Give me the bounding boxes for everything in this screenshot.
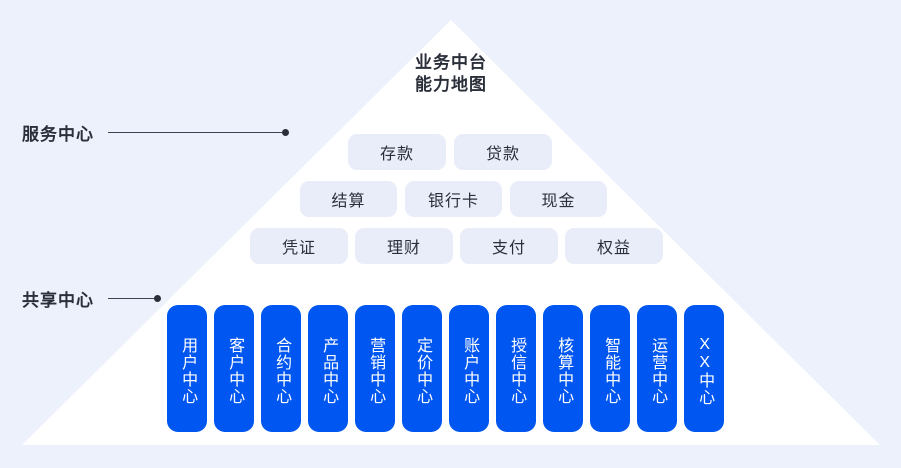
side-label-shared-center: 共享中心 [22, 286, 161, 311]
shared-center-card-row: 用户中心 客户中心 合约中心 产品中心 营销中心 定价中心 账户中心 授信中心 … [167, 305, 724, 432]
service-pill[interactable]: 存款 [348, 134, 446, 170]
service-pill[interactable]: 贷款 [454, 134, 552, 170]
shared-center-card[interactable]: 核算中心 [543, 305, 583, 432]
shared-center-card-label: 客户中心 [226, 336, 244, 405]
service-pill-row-1: 存款 贷款 [348, 134, 552, 170]
service-pill[interactable]: 支付 [460, 228, 558, 264]
shared-center-card[interactable]: 运营中心 [637, 305, 677, 432]
shared-center-card[interactable]: 授信中心 [496, 305, 536, 432]
service-pill[interactable]: 理财 [355, 228, 453, 264]
diagram-title-line2: 能力地图 [415, 75, 487, 94]
shared-center-card-label: 产品中心 [320, 336, 338, 405]
side-label-shared-center-text: 共享中心 [22, 291, 94, 310]
shared-center-card[interactable]: 营销中心 [355, 305, 395, 432]
shared-center-card-label: 运营中心 [649, 336, 667, 405]
shared-center-card-label: 授信中心 [508, 336, 526, 405]
shared-center-card-label: 用户中心 [179, 336, 197, 405]
shared-center-card[interactable]: 客户中心 [214, 305, 254, 432]
shared-center-card[interactable]: 合约中心 [261, 305, 301, 432]
leader-line-shared [108, 295, 161, 302]
shared-center-card-label: 定价中心 [414, 336, 432, 405]
leader-dot-service [282, 129, 289, 136]
service-pill[interactable]: 结算 [300, 181, 397, 217]
service-pill[interactable]: 现金 [510, 181, 607, 217]
shared-center-card[interactable]: 定价中心 [402, 305, 442, 432]
service-pill[interactable]: 凭证 [250, 228, 348, 264]
shared-center-card[interactable]: 产品中心 [308, 305, 348, 432]
shared-center-card-label: 核算中心 [555, 336, 573, 405]
service-pill[interactable]: 银行卡 [405, 181, 502, 217]
shared-center-card-label: XX中心 [696, 335, 714, 406]
shared-center-card[interactable]: 智能中心 [590, 305, 630, 432]
side-label-service-center-text: 服务中心 [22, 125, 94, 144]
side-label-service-center: 服务中心 [22, 120, 289, 145]
shared-center-card-label: 账户中心 [461, 336, 479, 405]
service-pill[interactable]: 权益 [565, 228, 663, 264]
service-pill-row-2: 结算 银行卡 现金 [300, 181, 607, 217]
service-pill-row-3: 凭证 理财 支付 权益 [250, 228, 663, 264]
leader-dot-shared [154, 295, 161, 302]
diagram-title-line1: 业务中台 [415, 53, 487, 72]
leader-line-service [108, 129, 289, 136]
shared-center-card[interactable]: XX中心 [684, 305, 724, 432]
shared-center-card[interactable]: 用户中心 [167, 305, 207, 432]
shared-center-card-label: 智能中心 [602, 336, 620, 405]
diagram-title: 业务中台 能力地图 [415, 52, 487, 96]
shared-center-card-label: 合约中心 [273, 336, 291, 405]
shared-center-card[interactable]: 账户中心 [449, 305, 489, 432]
shared-center-card-label: 营销中心 [367, 336, 385, 405]
